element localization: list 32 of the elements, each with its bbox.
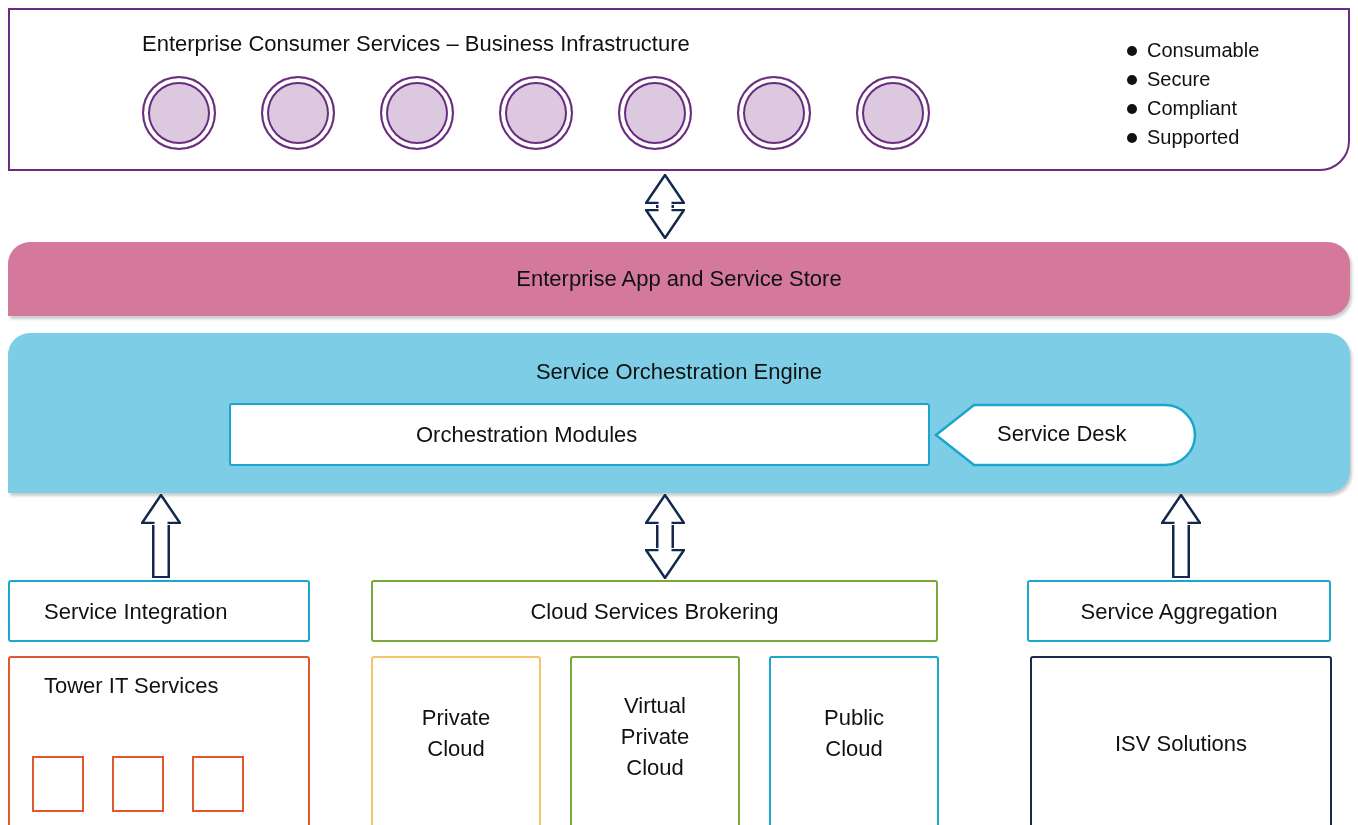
services-box [8,656,310,825]
panel-title: Tower IT Services [44,672,219,700]
box-label: Cloud Services Brokering [529,598,780,626]
service-box [1027,580,1331,642]
box-label: Service Desk [997,420,1127,448]
bullet-item: Consumable [1147,38,1260,63]
square [192,756,244,812]
cloud-box [570,656,740,825]
box-label: Public Cloud [823,704,885,763]
box-label: Virtual Private Cloud [619,692,691,782]
layer-panel [8,8,1350,171]
engine-panel [8,333,1350,493]
module-box [229,403,930,466]
box-label: ISV Solutions [1113,730,1249,758]
bullet-item: Supported [1147,125,1240,150]
box-label: Enterprise App and Service Store [515,265,843,293]
store-band [8,242,1350,316]
cloud-box [769,656,939,825]
cloud-box [371,656,541,825]
box-label: Private Cloud [420,704,492,763]
bullet-item: Compliant [1147,96,1238,121]
panel-title: Service Orchestration Engine [534,358,824,386]
box-label: Service Integration [44,598,228,626]
solutions-box [1030,656,1332,825]
square [32,756,84,812]
square [112,756,164,812]
panel-title: Enterprise Consumer Services – Business Infrastructure [142,30,690,58]
bullet-item: Secure [1147,67,1211,92]
box-label: Service Aggregation [1079,598,1279,626]
service-box [371,580,938,642]
service-box [8,580,310,642]
box-label: Orchestration Modules [416,421,638,449]
